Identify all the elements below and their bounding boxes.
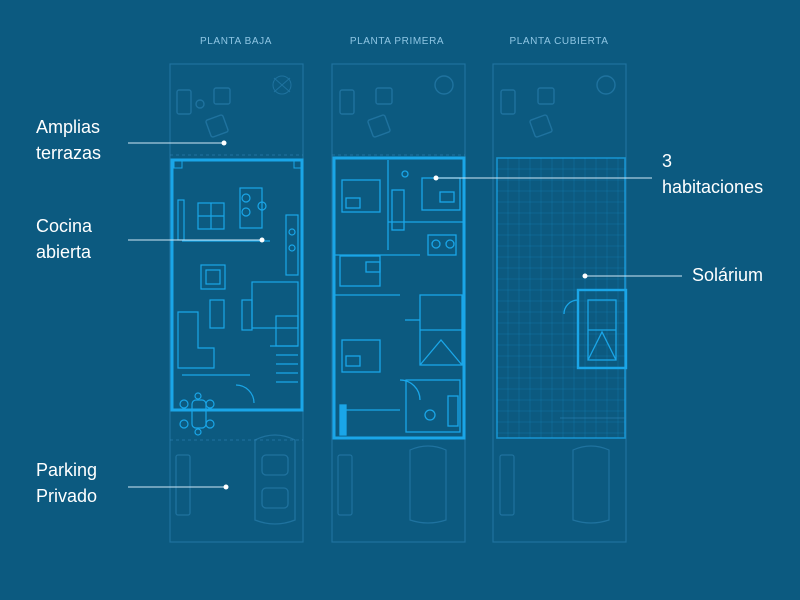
callout-solarium: Solárium <box>692 262 763 288</box>
callout-bedrooms: 3 habitaciones <box>662 148 763 200</box>
callout-terraces: Amplias terrazas <box>36 114 101 166</box>
car-icon <box>175 434 296 525</box>
floor-title-planta-baja: PLANTA BAJA <box>200 36 272 47</box>
callout-parking-line1: Parking <box>36 460 98 480</box>
callout-parking: Parking Privado <box>36 457 97 509</box>
callout-kitchen: Cocina abierta <box>36 213 92 265</box>
callout-bedrooms-line1: 3 <box>662 151 673 171</box>
callout-solarium-line1: Solárium <box>692 265 764 285</box>
floor-title-planta-primera: PLANTA PRIMERA <box>349 36 445 47</box>
planta-cubierta-plan <box>492 63 628 543</box>
dining-table-icon <box>197 187 267 230</box>
callout-kitchen-line2: abierta <box>36 242 92 262</box>
callout-leaders <box>128 140 682 490</box>
callout-kitchen-line1: Cocina <box>36 216 93 236</box>
patio-table-icon <box>179 392 215 436</box>
terrace-furniture-icon <box>176 87 231 138</box>
callout-terraces-line2: terrazas <box>36 143 102 163</box>
planta-baja-plan <box>169 63 304 543</box>
plant-icon <box>272 75 292 95</box>
floor-title-planta-cubierta: PLANTA CUBIERTA <box>509 36 609 47</box>
callout-terraces-line1: Amplias <box>36 117 101 137</box>
roof-grid <box>497 158 625 438</box>
callout-parking-line2: Privado <box>36 486 98 506</box>
planta-primera-plan <box>331 63 466 543</box>
callout-bedrooms-line2: habitaciones <box>662 177 764 197</box>
